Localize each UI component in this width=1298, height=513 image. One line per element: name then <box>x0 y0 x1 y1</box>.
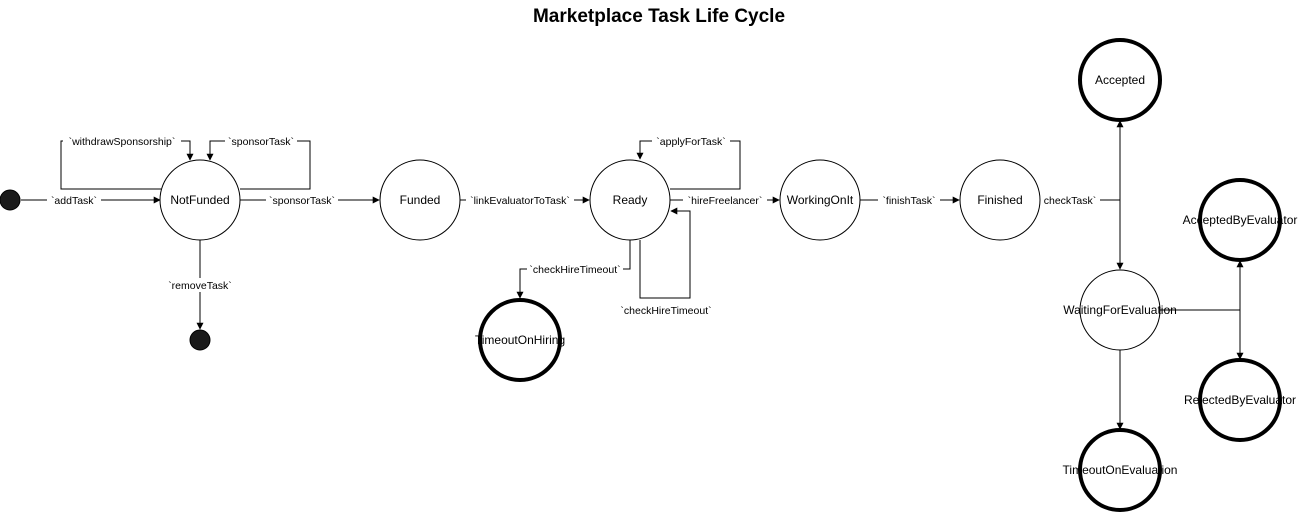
state-label: Finished <box>977 193 1022 207</box>
edge-check-hire-timeout-loop <box>639 207 691 299</box>
transition-labels: `addTask` `withdrawSponsorship` `sponsor… <box>47 134 1100 317</box>
edge-apply-for-task <box>636 140 741 190</box>
label-remove-task: `removeTask` <box>168 280 232 292</box>
state-finished[interactable]: Finished <box>959 159 1041 241</box>
label-check-hire-timeout-loop: `checkHireTimeout` <box>620 305 711 317</box>
label-check-hire-timeout: `checkHireTimeout` <box>529 264 620 276</box>
edge-sponsor-task-loop <box>206 140 311 190</box>
diagram-title: Marketplace Task Life Cycle <box>533 6 785 27</box>
state-label: Ready <box>613 193 648 207</box>
state-rejected-by-evaluator[interactable]: RejectedByEvaluator <box>1184 358 1296 442</box>
edge-withdraw-sponsorship <box>60 140 194 190</box>
state-timeout-on-hiring[interactable]: TimeoutOnHiring <box>475 298 565 382</box>
label-link-evaluator: `linkEvaluatorToTask` <box>470 195 570 207</box>
initial-state <box>0 189 21 211</box>
state-timeout-on-evaluation[interactable]: TimeoutOnEvaluation <box>1063 428 1178 512</box>
state-not-funded[interactable]: NotFunded <box>159 159 241 241</box>
label-finish-task: `finishTask` <box>882 195 935 207</box>
state-label: RejectedByEvaluator <box>1184 393 1296 407</box>
state-label: WorkingOnIt <box>787 193 854 207</box>
state-accepted-by-evaluator[interactable]: AcceptedByEvaluator <box>1183 178 1298 262</box>
state-label: WaitingForEvaluation <box>1063 303 1177 317</box>
state-label: Accepted <box>1095 73 1145 87</box>
state-working-on-it[interactable]: WorkingOnIt <box>779 159 861 241</box>
state-label: Funded <box>400 193 441 207</box>
state-label: TimeoutOnHiring <box>475 333 565 347</box>
label-apply-for-task: `applyForTask` <box>656 136 725 148</box>
state-funded[interactable]: Funded <box>379 159 461 241</box>
final-state-removed <box>189 329 211 351</box>
label-hire-freelancer: `hireFreelancer` <box>688 195 763 207</box>
state-label: AcceptedByEvaluator <box>1183 213 1298 227</box>
label-sponsor-task: `sponsorTask` <box>269 195 335 207</box>
label-withdraw-sponsorship: `withdrawSponsorship` <box>69 136 176 148</box>
state-waiting-for-evaluation[interactable]: WaitingForEvaluation <box>1063 269 1177 351</box>
state-label: TimeoutOnEvaluation <box>1063 463 1178 477</box>
state-ready[interactable]: Ready <box>589 159 671 241</box>
state-accepted[interactable]: Accepted <box>1078 38 1162 122</box>
state-label: NotFunded <box>170 193 229 207</box>
label-add-task: `addTask` <box>51 195 97 207</box>
label-sponsor-task-loop: `sponsorTask` <box>228 136 294 148</box>
label-check-task: checkTask` <box>1044 195 1097 207</box>
